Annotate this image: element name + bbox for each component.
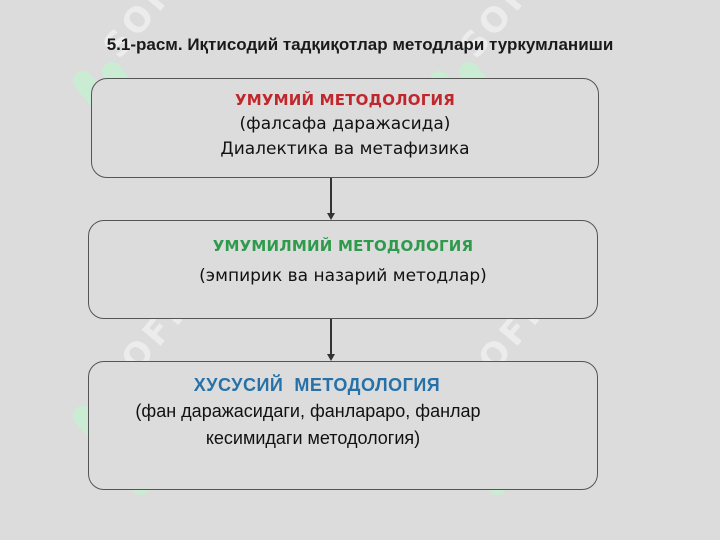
arrow-down-icon (327, 213, 335, 220)
connector-line-1 (330, 178, 332, 213)
general-scientific-methodology-line-1: (эмпирик ва назарий методлар) (199, 266, 487, 286)
general-methodology-heading: УМУМИЙ МЕТОДОЛОГИЯ (234, 91, 456, 109)
specific-methodology-heading: ХУСУСИЙ МЕТОДОЛОГИЯ (193, 375, 441, 395)
figure-title: 5.1-расм. Иқтисодий тадқиқотлар методлар… (106, 35, 614, 54)
general-methodology-line-1: (фалсафа даражасида) (239, 114, 451, 134)
general-scientific-methodology-heading: УМУМИЛМИЙ МЕТОДОЛОГИЯ (212, 237, 474, 255)
watermark-text: SOFF (452, 0, 558, 66)
general-methodology-box: УМУМИЙ МЕТОДОЛОГИЯ (фалсафа даражасида) … (91, 78, 599, 178)
specific-methodology-line-2: кесимидаги методология) (205, 428, 421, 448)
connector-line-2 (330, 319, 332, 354)
specific-methodology-line-1: (фан даражасидаги, фанлараро, фанлар (135, 401, 481, 421)
general-scientific-methodology-box: УМУМИЛМИЙ МЕТОДОЛОГИЯ (эмпирик ва назари… (88, 220, 598, 319)
specific-methodology-box: ХУСУСИЙ МЕТОДОЛОГИЯ (фан даражасидаги, ф… (88, 361, 598, 490)
arrow-down-icon (327, 354, 335, 361)
general-methodology-line-2: Диалектика ва метафизика (220, 139, 470, 159)
watermark-text: SOFF (95, 0, 201, 66)
